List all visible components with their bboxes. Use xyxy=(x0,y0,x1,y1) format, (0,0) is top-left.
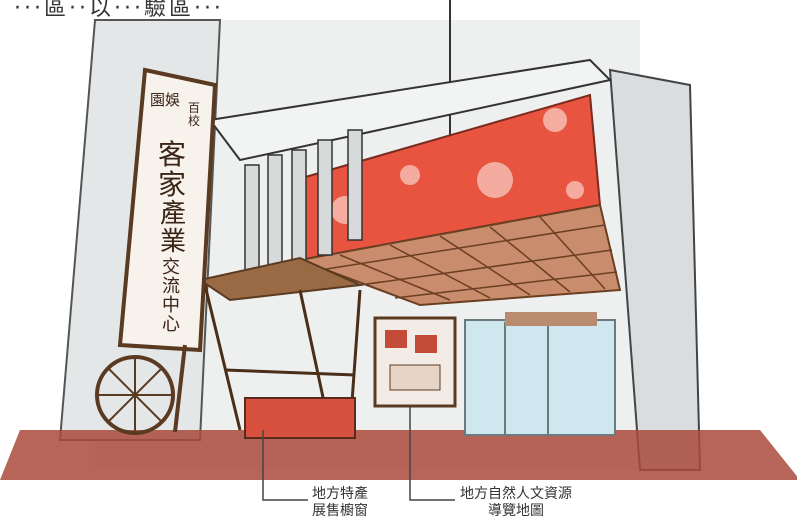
leader-line-left xyxy=(262,430,308,501)
sign-text-top-left: 園娛 xyxy=(150,91,181,109)
glass-door-area xyxy=(464,319,616,436)
label-guide-map: 地方自然人文資源 導覽地圖 xyxy=(460,486,572,519)
sign-text-main-1: 客家 xyxy=(157,138,186,201)
map-photo xyxy=(385,330,407,348)
stall-leg xyxy=(203,284,242,431)
flower-motif xyxy=(566,181,584,199)
map-area xyxy=(389,364,441,391)
wood-ceiling xyxy=(296,203,622,307)
flower-motif xyxy=(543,108,567,132)
door-header xyxy=(505,312,597,326)
sign-text-main-3: 交流中心 xyxy=(162,257,180,335)
flower-motif xyxy=(400,165,420,185)
floor xyxy=(0,430,797,480)
vertical-sign-board xyxy=(117,67,218,353)
stall-shelf xyxy=(224,368,356,377)
post xyxy=(317,139,333,256)
leader-line-right xyxy=(409,405,455,501)
label-local-products-window: 地方特產 展售櫥窗 xyxy=(312,486,368,519)
post xyxy=(267,154,283,276)
map-photo xyxy=(415,335,437,353)
sign-text-top-right: 百校 xyxy=(187,101,200,128)
flower-motif xyxy=(477,162,513,198)
post xyxy=(291,149,307,261)
roof-edge xyxy=(208,58,613,162)
post xyxy=(347,129,363,241)
cart-handle xyxy=(173,344,187,433)
stall-display-box xyxy=(244,397,356,439)
sign-text-main-2: 產業 xyxy=(159,199,186,257)
stall-canopy xyxy=(197,256,364,302)
top-caption-cropped: ···區··以···驗區··· xyxy=(14,0,224,21)
post xyxy=(244,164,260,276)
